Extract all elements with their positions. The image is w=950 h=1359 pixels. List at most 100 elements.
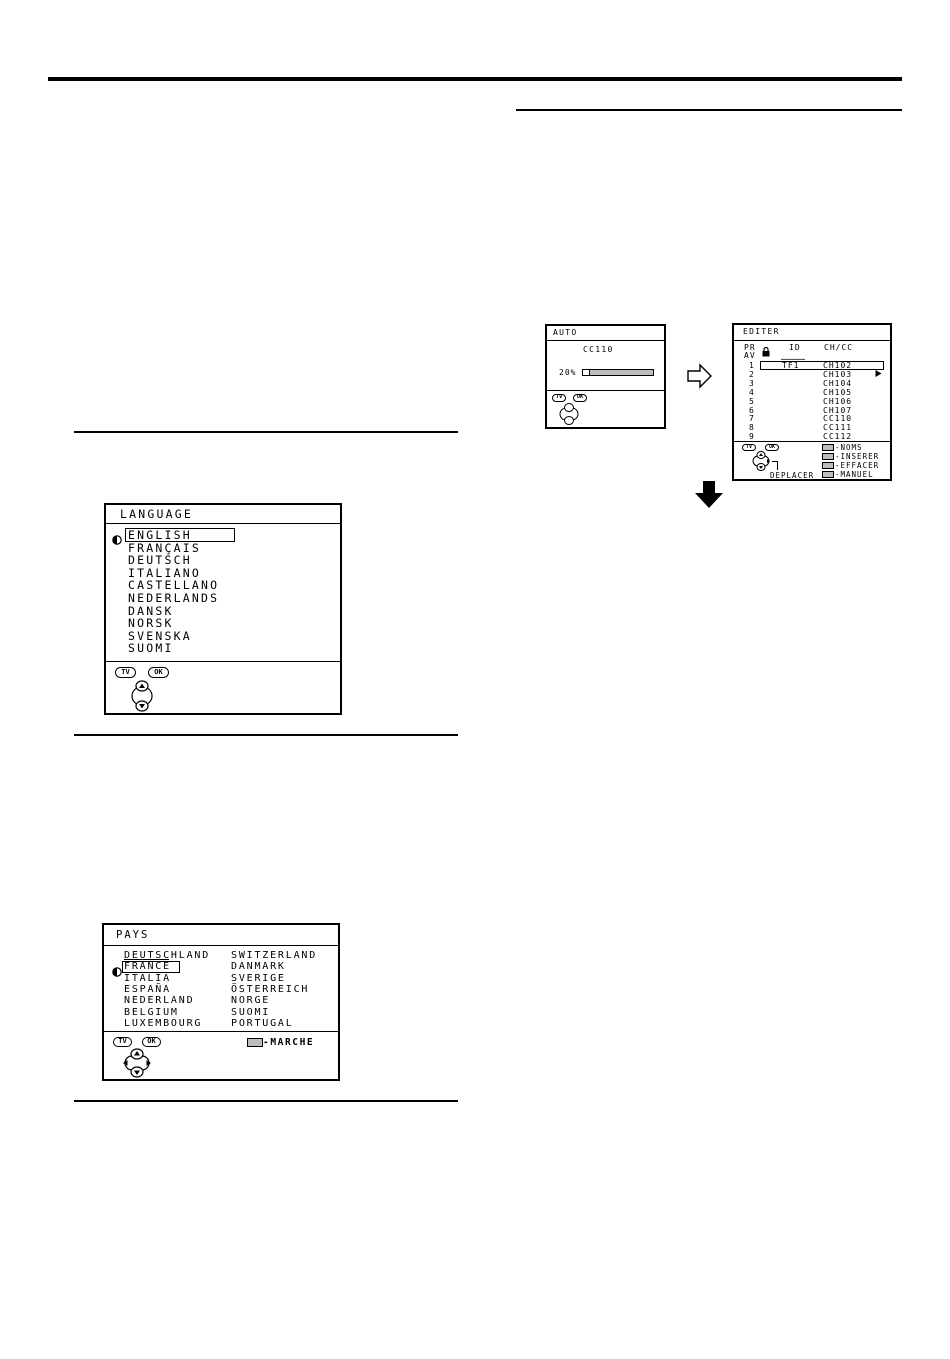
selection-box	[122, 961, 180, 973]
language-menu-title: LANGUAGE	[120, 507, 193, 521]
progress-bar-fill	[583, 370, 590, 375]
program-channel: CC111	[823, 423, 853, 433]
top-heavy-rule	[48, 77, 902, 81]
lock-icon	[762, 342, 770, 361]
progress-bar	[582, 369, 654, 376]
language-option[interactable]: DANSK	[128, 603, 174, 618]
program-channel: CH102	[823, 361, 853, 370]
dpad-icon[interactable]	[750, 450, 772, 476]
language-option[interactable]: SUOMI	[128, 641, 174, 656]
legend-label: -MANUEL	[835, 470, 874, 479]
tv-button[interactable]: TV	[552, 394, 566, 402]
country-option[interactable]: BELGIUM	[124, 1006, 179, 1018]
left-rule-2	[74, 734, 458, 736]
country-option[interactable]: DEUTSCHLAND	[124, 950, 211, 961]
language-option[interactable]: FRANÇAIS	[128, 540, 201, 555]
program-number: 3	[749, 378, 755, 388]
country-option[interactable]: FRANCE	[124, 961, 171, 973]
program-channel: CH107	[823, 405, 853, 415]
left-rule-3	[74, 1100, 458, 1102]
right-column-rule	[516, 109, 902, 111]
progress-label: 20%	[559, 368, 577, 377]
legend-swatch	[822, 444, 834, 451]
id-placeholder: _____	[781, 351, 806, 360]
ok-button[interactable]: OK	[573, 394, 587, 402]
country-option[interactable]: SWITZERLAND	[231, 950, 318, 961]
arrow-down-icon	[694, 481, 724, 513]
language-option[interactable]: NEDERLANDS	[128, 591, 220, 605]
program-channel: CC110	[823, 414, 853, 424]
cursor-icon	[112, 530, 122, 549]
ok-button[interactable]: OK	[142, 1037, 161, 1047]
move-bracket	[777, 461, 778, 470]
col-chcc: CH/CC	[824, 343, 854, 352]
program-number: 8	[749, 423, 755, 433]
legend-swatch	[822, 462, 834, 469]
ok-button[interactable]: OK	[148, 667, 169, 678]
legend-label: -EFFACER	[835, 461, 880, 470]
legend-label: -NOMS	[835, 443, 863, 452]
tv-button[interactable]: TV	[742, 444, 756, 451]
country-option[interactable]: NEDERLAND	[124, 995, 195, 1007]
left-rule-1	[74, 431, 458, 433]
edit-menu-title: EDITER	[743, 327, 780, 336]
country-option[interactable]: SUOMI	[231, 1006, 271, 1018]
country-option[interactable]: PORTUGAL	[231, 1017, 294, 1029]
dpad-icon[interactable]	[557, 402, 581, 430]
move-label: DEPLACER	[770, 471, 815, 480]
language-option[interactable]: SVENSKA	[128, 628, 192, 643]
underline-mark	[124, 959, 169, 960]
language-option[interactable]: DEUTSCH	[128, 553, 192, 568]
program-channel: CH103	[823, 369, 853, 379]
program-number: 9	[749, 432, 755, 442]
arrow-right-icon	[687, 363, 713, 393]
action-swatch	[247, 1038, 263, 1047]
col-pr: PR	[744, 343, 756, 352]
country-option[interactable]: LUXEMBOURG	[124, 1017, 203, 1029]
program-number: 2	[749, 369, 755, 379]
country-option[interactable]: DANMARK	[231, 961, 286, 973]
row-selection-box	[760, 361, 884, 370]
selection-box	[125, 528, 235, 542]
program-number: 4	[749, 387, 755, 397]
move-bracket	[772, 461, 777, 462]
program-channel: CH105	[823, 387, 853, 397]
program-channel: CC112	[823, 432, 853, 442]
col-id: ID	[789, 343, 801, 352]
action-label: -MARCHE	[263, 1037, 315, 1048]
play-arrow-icon	[875, 362, 882, 381]
program-id: TF1	[782, 361, 800, 370]
cursor-icon	[112, 962, 122, 981]
country-option[interactable]: ITALIA	[124, 972, 171, 984]
program-channel: CH106	[823, 396, 853, 406]
tv-button[interactable]: TV	[115, 667, 136, 678]
legend-swatch	[822, 453, 834, 460]
country-menu-title: PAYS	[116, 929, 150, 941]
legend-swatch	[822, 471, 834, 478]
tv-button[interactable]: TV	[113, 1037, 132, 1047]
program-channel: CH104	[823, 378, 853, 388]
program-number: 6	[749, 405, 755, 415]
program-number: 7	[749, 414, 755, 424]
language-option[interactable]: CASTELLANO	[128, 578, 220, 593]
language-option[interactable]: ENGLISH	[128, 528, 192, 542]
language-option[interactable]: ITALIANO	[128, 565, 201, 580]
ok-button[interactable]: OK	[765, 444, 779, 451]
country-option[interactable]: SVERIGE	[231, 972, 286, 984]
program-number: 1	[749, 361, 755, 370]
country-option[interactable]: NORGE	[231, 995, 271, 1007]
channel-readout: CC110	[583, 345, 614, 354]
legend-label: -INSERER	[835, 452, 880, 461]
auto-menu-title: AUTO	[553, 328, 578, 337]
country-option[interactable]: ÖSTERREICH	[231, 983, 310, 995]
country-option[interactable]: ESPAÑA	[124, 983, 171, 995]
program-number: 5	[749, 396, 755, 406]
av-label: AV	[744, 351, 756, 360]
dpad-icon[interactable]	[119, 1047, 155, 1083]
dpad-icon[interactable]	[123, 680, 161, 716]
language-option[interactable]: NORSK	[128, 616, 174, 631]
auto-menu: AUTO CC110 20% TV OK	[545, 324, 666, 429]
